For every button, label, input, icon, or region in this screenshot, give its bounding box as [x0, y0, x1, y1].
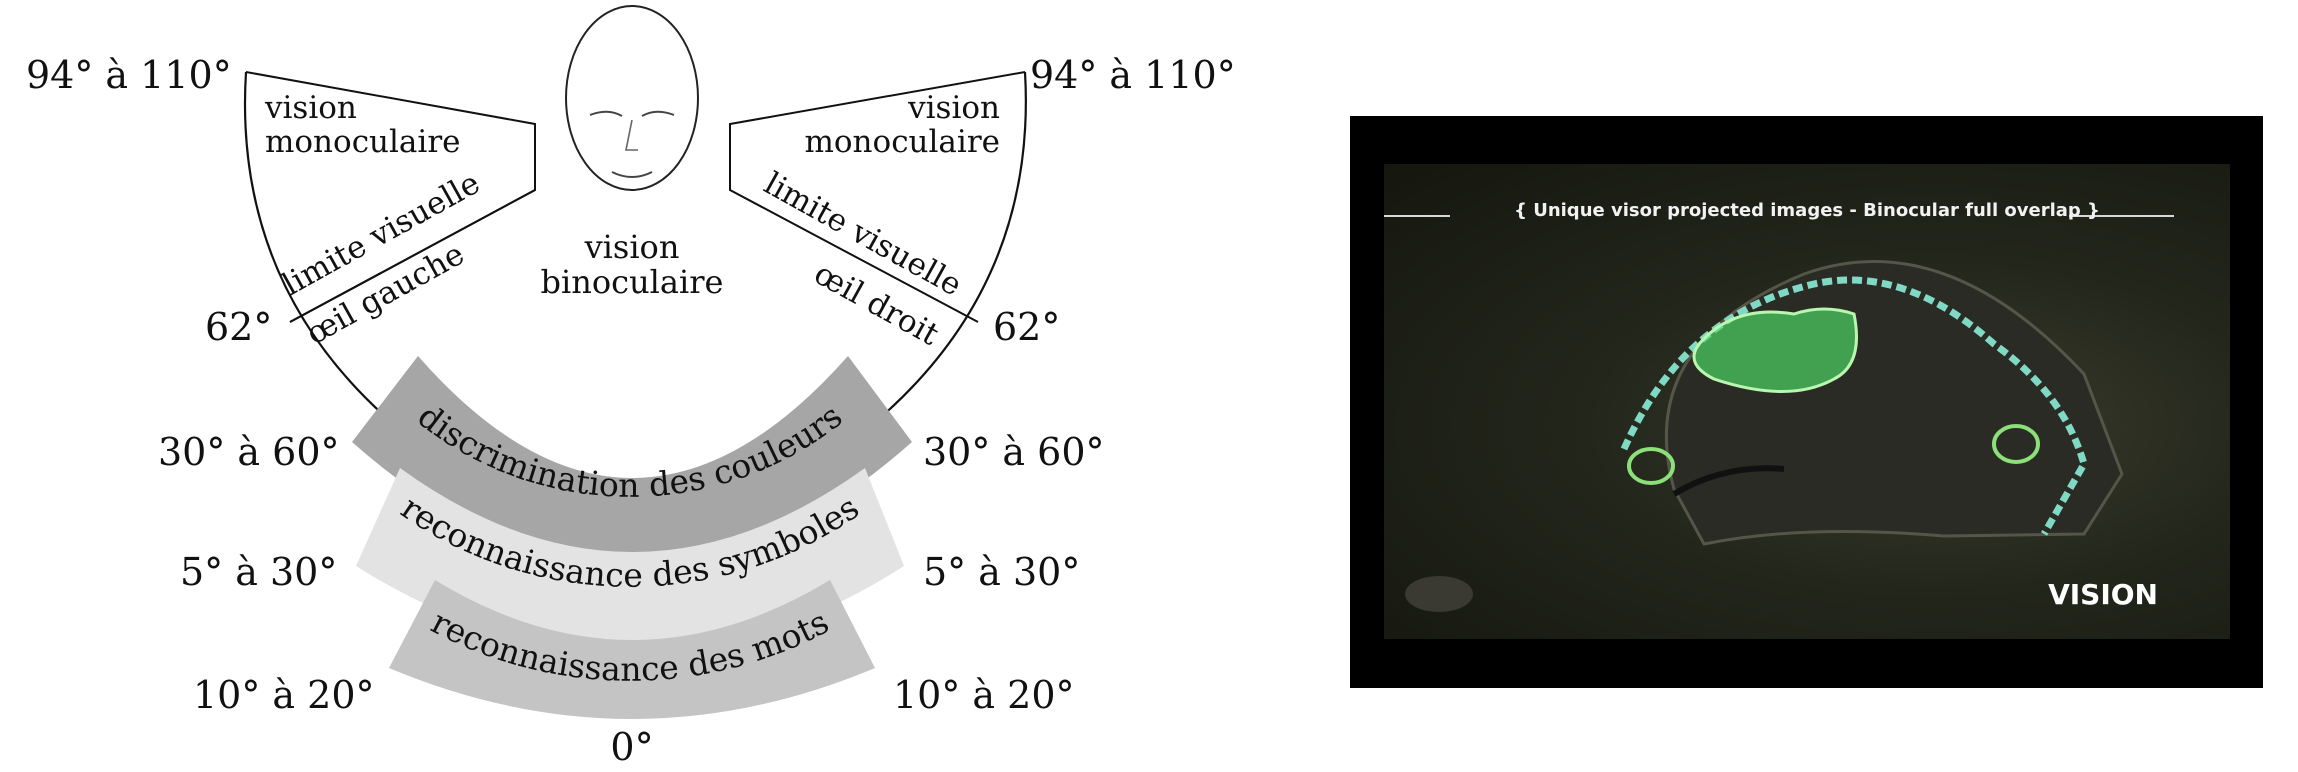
- label-vision-binoculaire-1: vision: [584, 228, 680, 266]
- label-symboles-range-left: 5° à 30°: [180, 550, 337, 594]
- label-symboles-range-right: 5° à 30°: [923, 550, 1080, 594]
- helmet-photo: { Unique visor projected images - Binocu…: [1384, 164, 2230, 639]
- label-couleurs-range-right: 30° à 60°: [923, 430, 1105, 474]
- label-62-right: 62°: [993, 305, 1060, 349]
- label-mots-range-left: 10° à 20°: [193, 673, 375, 717]
- label-vision-monoculaire-left-2: monoculaire: [265, 124, 461, 160]
- label-couleurs-range-left: 30° à 60°: [158, 430, 340, 474]
- label-vision-monoculaire-right-2: monoculaire: [805, 124, 1001, 160]
- label-mots-range-right: 10° à 20°: [893, 673, 1075, 717]
- label-mono-range-right: 94° à 110°: [1030, 53, 1236, 97]
- visual-field-diagram: 94° à 110° 94° à 110° vision monoculaire…: [26, 5, 1236, 769]
- label-zero: 0°: [610, 725, 653, 769]
- label-vision-monoculaire-right-1: vision: [907, 90, 1000, 126]
- head-icon: [565, 5, 699, 191]
- band-reconnaissance-mots: [389, 580, 875, 719]
- label-vision-binoculaire-2: binoculaire: [541, 263, 724, 301]
- band-reconnaissance-symboles: [356, 468, 904, 653]
- helmet-photo-panel: { Unique visor projected images - Binocu…: [1350, 116, 2263, 688]
- helmet-graphic: [1384, 215, 2174, 612]
- band-discrimination-couleurs: [352, 356, 912, 566]
- photo-caption: { Unique visor projected images - Binocu…: [1514, 200, 2100, 221]
- label-vision-monoculaire-left-1: vision: [264, 90, 357, 126]
- label-62-left: 62°: [205, 305, 272, 349]
- label-mono-range-left: 94° à 110°: [26, 53, 232, 97]
- vision-badge: VISION: [2048, 578, 2158, 611]
